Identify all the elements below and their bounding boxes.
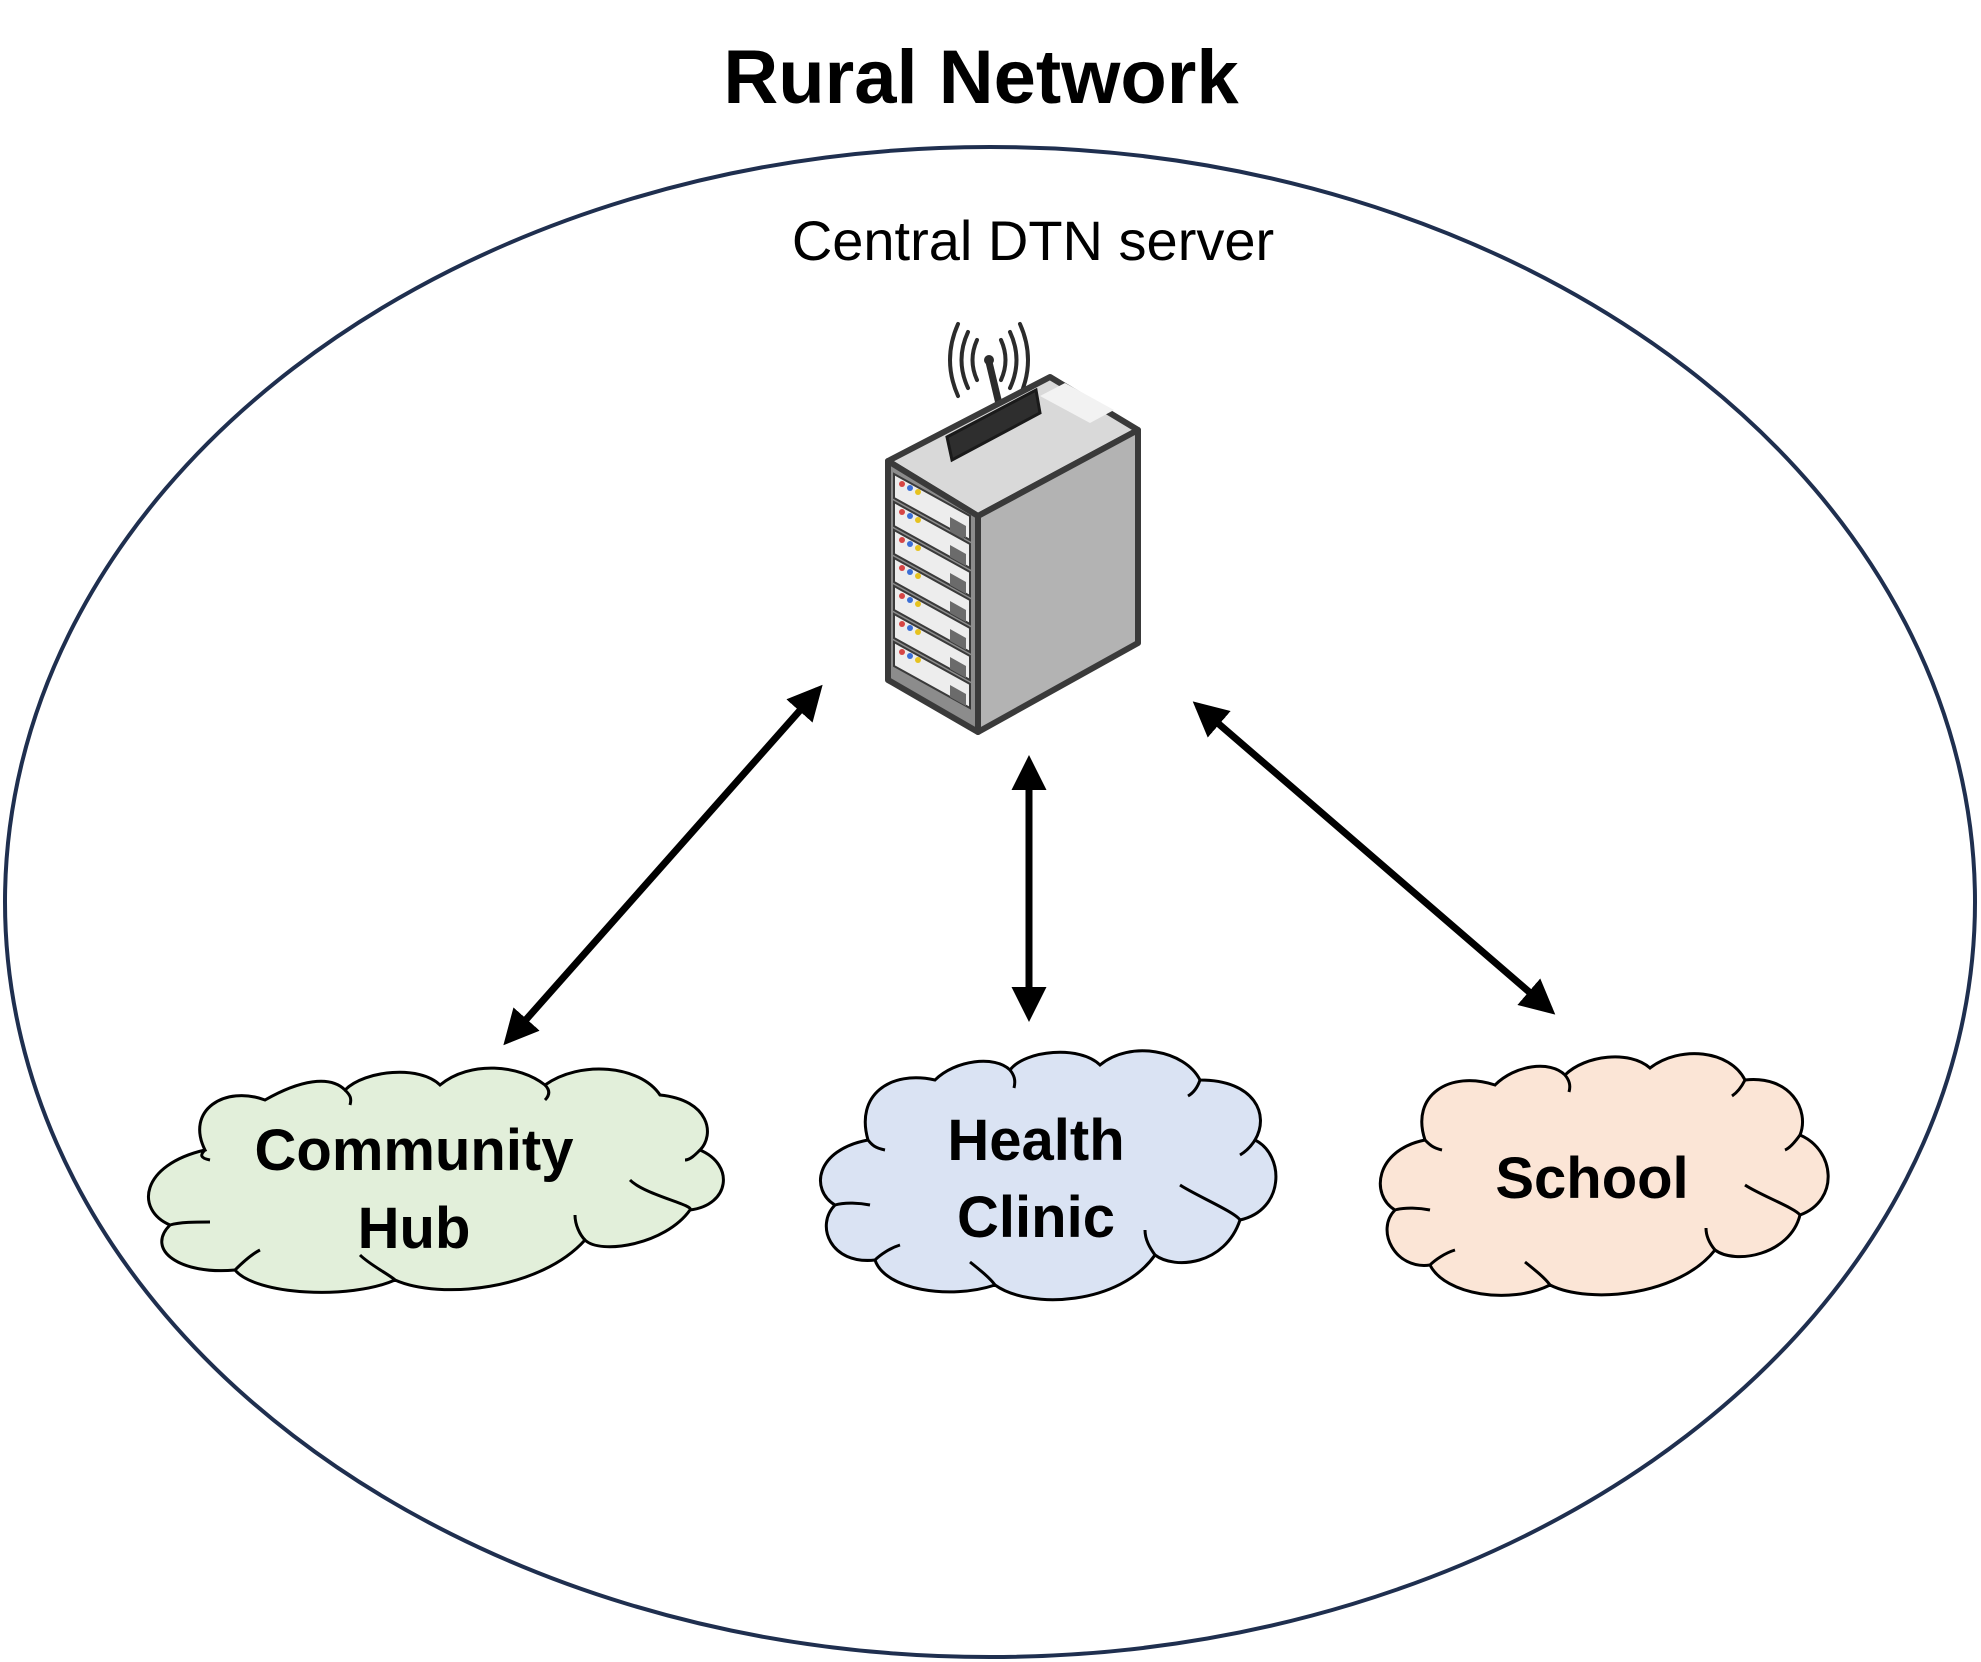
cloud-icon bbox=[819, 1049, 1278, 1302]
cloud-icon bbox=[147, 1066, 725, 1294]
node-community-hub-line2: Hub bbox=[358, 1196, 471, 1261]
node-health-clinic-line2: Clinic bbox=[957, 1185, 1115, 1250]
node-community-hub-line1: Community bbox=[255, 1118, 574, 1183]
server-label: Central DTN server bbox=[792, 209, 1274, 272]
node-school-line1: School bbox=[1495, 1146, 1688, 1211]
server-drive-slots bbox=[893, 472, 971, 710]
server-rack-antenna-icon bbox=[885, 322, 1141, 735]
diagram-title: Rural Network bbox=[723, 35, 1239, 120]
link-server-community-hub bbox=[503, 684, 823, 1046]
node-health-clinic: Health Clinic bbox=[819, 1049, 1278, 1302]
network-boundary bbox=[3, 145, 1977, 1659]
node-community-hub: Community Hub bbox=[147, 1066, 725, 1294]
node-school: School bbox=[1378, 1052, 1830, 1297]
cloud-icon bbox=[1378, 1052, 1830, 1297]
wifi-signal-icon bbox=[948, 322, 1030, 398]
node-health-clinic-line1: Health bbox=[947, 1108, 1124, 1173]
link-server-school bbox=[1192, 701, 1556, 1015]
